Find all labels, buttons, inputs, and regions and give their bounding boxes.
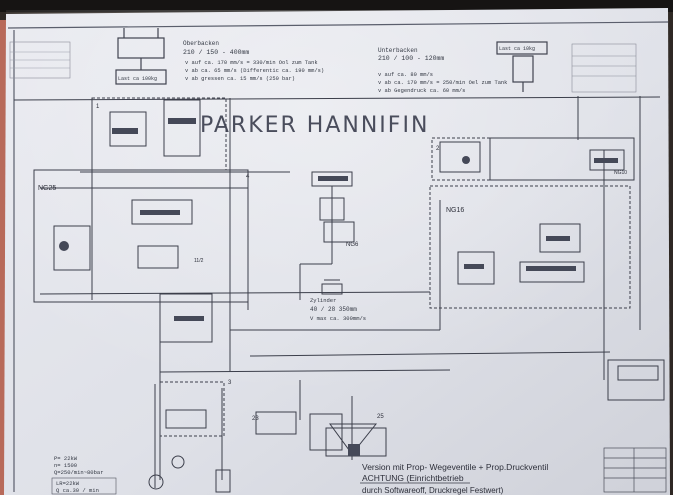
- svg-text:2: 2: [436, 146, 440, 152]
- ng25-label: NG25: [38, 185, 56, 192]
- svg-text:v ab Gegendruck ca. 60 mm/s: v ab Gegendruck ca. 60 mm/s: [378, 88, 465, 94]
- svg-text:210 / 100 - 120mm: 210 / 100 - 120mm: [378, 55, 444, 62]
- svg-text:n= 1500: n= 1500: [54, 462, 77, 469]
- svg-text:v ab ca. 170 mm/s = 250/min Oe: v ab ca. 170 mm/s = 250/min Oel zum Tank: [378, 80, 507, 86]
- right-cylinder-load-label: Last ca 10kg: [499, 46, 535, 52]
- svg-text:40 / 28 350mm: 40 / 28 350mm: [310, 306, 357, 313]
- oberbacken-notes: Oberbacken 210 / 150 - 400mm v auf ca. 1…: [183, 40, 324, 82]
- svg-text:v ab ca. 65 mm/s (Differenti: v ab ca. 65 mm/s (Differentic ca. 190 mm…: [185, 68, 324, 74]
- svg-text:v ab gressen ca. 15 mm/s (250: v ab gressen ca. 15 mm/s (250 bar): [185, 76, 295, 82]
- svg-text:4: 4: [246, 174, 250, 180]
- svg-text:LR=22kW: LR=22kW: [56, 480, 80, 487]
- svg-text:durch Softwareoff, Druckregel: durch Softwareoff, Druckregel Festwert): [362, 486, 504, 495]
- unterbacken-notes: Unterbacken 210 / 100 - 120mm v auf ca. …: [378, 47, 507, 94]
- svg-text:11/2: 11/2: [194, 258, 204, 264]
- right-cylinder: [496, 41, 548, 92]
- drawing-title: PARKER HANNIFIN: [200, 113, 429, 138]
- svg-text:1: 1: [96, 104, 100, 110]
- svg-text:23: 23: [252, 416, 259, 422]
- zylinder-notes: Zylinder 40 / 28 350mm V max ca. 300mm/s: [310, 297, 366, 322]
- svg-text:P= 22kW: P= 22kW: [54, 455, 78, 462]
- ng16-label: NG16: [446, 207, 464, 214]
- left-cylinder: [115, 28, 167, 85]
- svg-text:v auf ca. 80 mm/s: v auf ca. 80 mm/s: [378, 72, 433, 78]
- svg-text:Zylinder: Zylinder: [310, 297, 336, 304]
- svg-text:V max ca. 300mm/s: V max ca. 300mm/s: [310, 315, 366, 322]
- version-notes: Version mit Prop- Wegeventile + Prop.Dru…: [360, 462, 548, 495]
- hydraulic-lines: [13, 96, 665, 493]
- svg-text:Version mit Prop- Wegeventile: Version mit Prop- Wegeventile + Prop.Dru…: [362, 462, 548, 472]
- drawing-border: [7, 21, 669, 492]
- ng10-label: NG10: [614, 170, 627, 176]
- left-cylinder-load-label: Last ca 100kg: [118, 76, 157, 82]
- title-block: [603, 447, 667, 493]
- svg-text:25: 25: [377, 414, 384, 420]
- svg-text:Q ca.30 / min: Q ca.30 / min: [56, 487, 99, 494]
- svg-text:Q=250/min~80bar: Q=250/min~80bar: [54, 469, 104, 476]
- svg-text:Oberbacken: Oberbacken: [183, 40, 219, 47]
- valve-symbols: [59, 118, 618, 456]
- motor-spec-block: P= 22kW n= 1500 Q=250/min~80bar LR=22kW …: [51, 455, 117, 495]
- svg-text:3: 3: [228, 380, 232, 386]
- svg-text:v auf ca. 170 mm/s = 330/min O: v auf ca. 170 mm/s = 330/min Ool zum Tan…: [185, 60, 318, 66]
- svg-text:Unterbacken: Unterbacken: [378, 47, 418, 54]
- svg-text:210 / 150 - 400mm: 210 / 150 - 400mm: [183, 49, 249, 56]
- svg-text:ACHTUNG (Einrichtbetrieb: ACHTUNG (Einrichtbetrieb: [362, 473, 464, 483]
- ng6-label: NG6: [346, 242, 359, 248]
- item-numbers: 1 2 3 4 25 23 11/2: [96, 104, 440, 422]
- top-right-spec-block: [571, 43, 637, 93]
- top-left-spec-block: [9, 41, 71, 79]
